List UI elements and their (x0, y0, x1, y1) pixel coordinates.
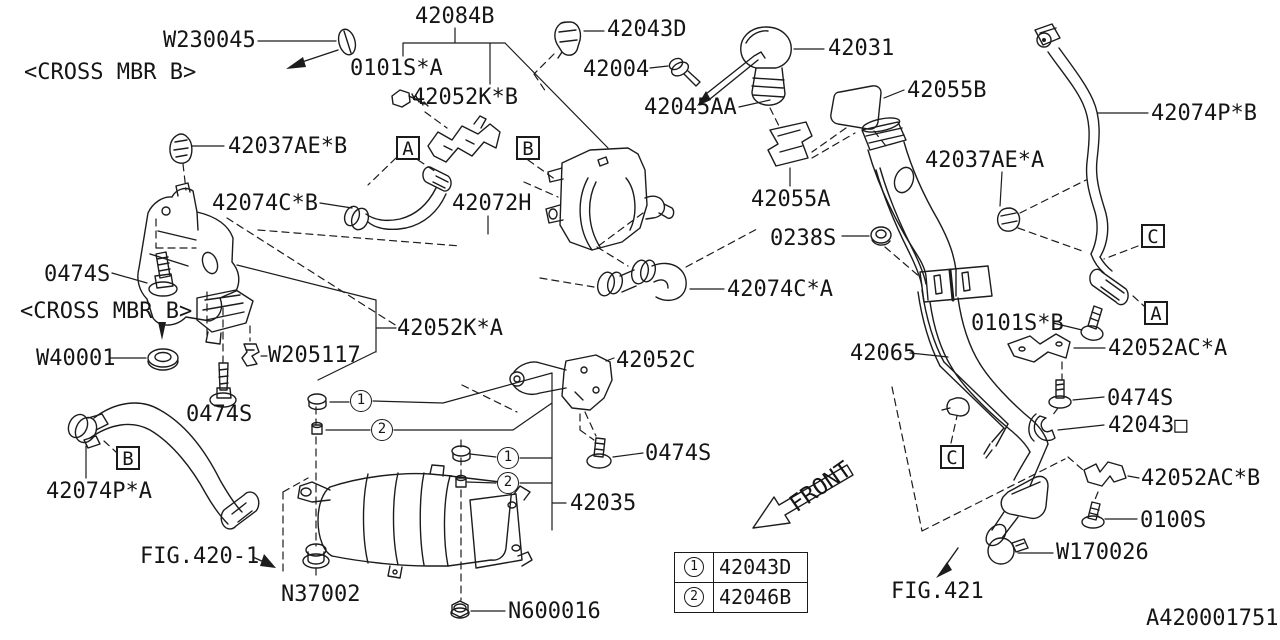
retainer-42055b-art (830, 85, 882, 130)
canister-mount-hardware-art (302, 393, 471, 619)
figure-arrows-art (252, 464, 959, 578)
hose-42074c-b-art (343, 166, 452, 231)
part-label-42074c-b[interactable]: 42074C*B (212, 191, 318, 216)
part-label-0238s[interactable]: 0238S (770, 226, 837, 251)
part-label-0474s-2[interactable]: 0474S (186, 402, 253, 427)
part-label-0100s[interactable]: 0100S (1140, 508, 1207, 533)
part-label-w170026[interactable]: W170026 (1056, 540, 1149, 565)
bolt-0474s-2-art (209, 362, 237, 408)
part-label-42074p-a[interactable]: 42074P*A (46, 479, 152, 504)
bolt-0101s-a-art (391, 89, 429, 108)
legend-ref-cell-1: 1 (675, 553, 714, 582)
part-label-w40001[interactable]: W40001 (36, 346, 116, 371)
pump-42084b-art (545, 147, 675, 251)
clip-42037ae-a-art (996, 207, 1021, 232)
part-label-42043d[interactable]: 42043D (607, 17, 687, 42)
connector-marker-a1: A (396, 136, 420, 160)
part-label-42055a[interactable]: 42055A (751, 187, 831, 212)
pin-42004-art (668, 57, 701, 87)
bolt-0474s-1-art (148, 251, 178, 297)
figure-ref-421[interactable]: FIG.421 (891, 579, 984, 604)
connector-marker-c1: C (1141, 224, 1165, 248)
part-label-42074c-a[interactable]: 42074C*A (727, 277, 833, 302)
clip-42043d-art (554, 21, 582, 59)
clip-w230045-art (286, 28, 357, 69)
part-label-42031[interactable]: 42031 (828, 36, 895, 61)
ref-circle-2a: 2 (371, 419, 393, 441)
part-label-0101s-a[interactable]: 0101S*A (350, 56, 443, 81)
part-label-42052ac-b[interactable]: 42052AC*B (1141, 466, 1261, 491)
legend-ref-cell-2: 2 (675, 582, 714, 612)
bolt-0100s-art (1081, 501, 1105, 529)
fuel-cap-42031-art (740, 26, 792, 106)
ref-circle-1a: 1 (350, 390, 372, 412)
legend-part-1[interactable]: 42043D (719, 555, 792, 580)
part-label-42052k-b[interactable]: 42052K*B (412, 85, 518, 110)
bracket-42052ac-a-art (1007, 333, 1071, 363)
part-label-42035[interactable]: 42035 (570, 491, 637, 516)
drawing-number: A420001751 (1146, 606, 1279, 631)
part-label-42052k-a[interactable]: 42052K*A (397, 316, 503, 341)
connector-marker-a2: A (1144, 301, 1168, 325)
part-label-42004[interactable]: 42004 (583, 57, 650, 82)
connector-marker-c2: C (940, 445, 964, 469)
part-label-42045aa[interactable]: 42045AA (644, 95, 737, 120)
note-cross-mbr-left: <CROSS MBR B> (20, 299, 193, 324)
clamp-w170026-art (987, 537, 1029, 565)
legend-table: 1 42043D 2 42046B (674, 552, 808, 613)
clip-w205117-art (241, 343, 260, 367)
figure-ref-420-1[interactable]: FIG.420-1 (140, 544, 260, 569)
part-label-42052ac-a[interactable]: 42052AC*A (1108, 336, 1228, 361)
part-label-42043[interactable]: 42043□ (1108, 413, 1188, 438)
part-label-0101s-b[interactable]: 0101S*B (971, 311, 1064, 336)
part-label-42037ae-b[interactable]: 42037AE*B (228, 134, 348, 159)
ref-circle-1b: 1 (497, 447, 519, 469)
pipe-42074p-b-art (1034, 23, 1129, 306)
grommet-w40001-art (147, 322, 179, 371)
hose-42074c-a-art (596, 259, 687, 301)
part-label-w230045[interactable]: W230045 (163, 28, 256, 53)
part-label-w205117[interactable]: W205117 (268, 343, 361, 368)
part-label-0474s-1[interactable]: 0474S (44, 262, 111, 287)
grommet-0238s-art (870, 226, 892, 246)
hose-42074p-a-art (67, 402, 260, 530)
part-label-42055b[interactable]: 42055B (907, 78, 987, 103)
part-label-42065[interactable]: 42065 (850, 341, 917, 366)
part-label-42037ae-a[interactable]: 42037AE*A (925, 148, 1045, 173)
part-label-n600016[interactable]: N600016 (508, 599, 601, 624)
bolt-0101s-b-art (1080, 305, 1104, 341)
bolt-0474s-3-art (586, 437, 612, 469)
filler-pipe-42065-art (861, 117, 1049, 547)
legend-row-1: 1 42043D (675, 553, 807, 583)
part-label-42084b[interactable]: 42084B (415, 4, 495, 29)
construction-dashed-lines (103, 53, 1145, 601)
part-label-0474s-r[interactable]: 0474S (1107, 386, 1174, 411)
connector-marker-b1: B (516, 136, 540, 160)
ref-circle-2b: 2 (497, 472, 519, 494)
retainer-42055a-art (767, 121, 813, 167)
clip-42052ac-b-art (1083, 461, 1127, 487)
note-cross-mbr-top: <CROSS MBR B> (24, 60, 197, 85)
grommet-42043-art (1028, 413, 1056, 442)
bracket-42052k-b-art (427, 115, 501, 163)
part-label-n37002[interactable]: N37002 (281, 582, 361, 607)
legend-part-2[interactable]: 42046B (719, 585, 792, 609)
legend-circle-1: 1 (684, 557, 704, 578)
part-label-42072h[interactable]: 42072H (452, 191, 532, 216)
legend-circle-2: 2 (684, 587, 704, 607)
connector-marker-b2: B (116, 446, 140, 470)
part-label-42074p-b[interactable]: 42074P*B (1151, 101, 1257, 126)
bolt-0474s-right-art (1048, 379, 1072, 409)
bracket-42052c-art (509, 354, 613, 411)
legend-row-2: 2 42046B (675, 582, 807, 612)
part-label-42052c[interactable]: 42052C (616, 348, 696, 373)
leader-lines (85, 27, 1149, 612)
part-label-0474s-3[interactable]: 0474S (645, 441, 712, 466)
clip-42037ae-b-art (169, 133, 193, 164)
